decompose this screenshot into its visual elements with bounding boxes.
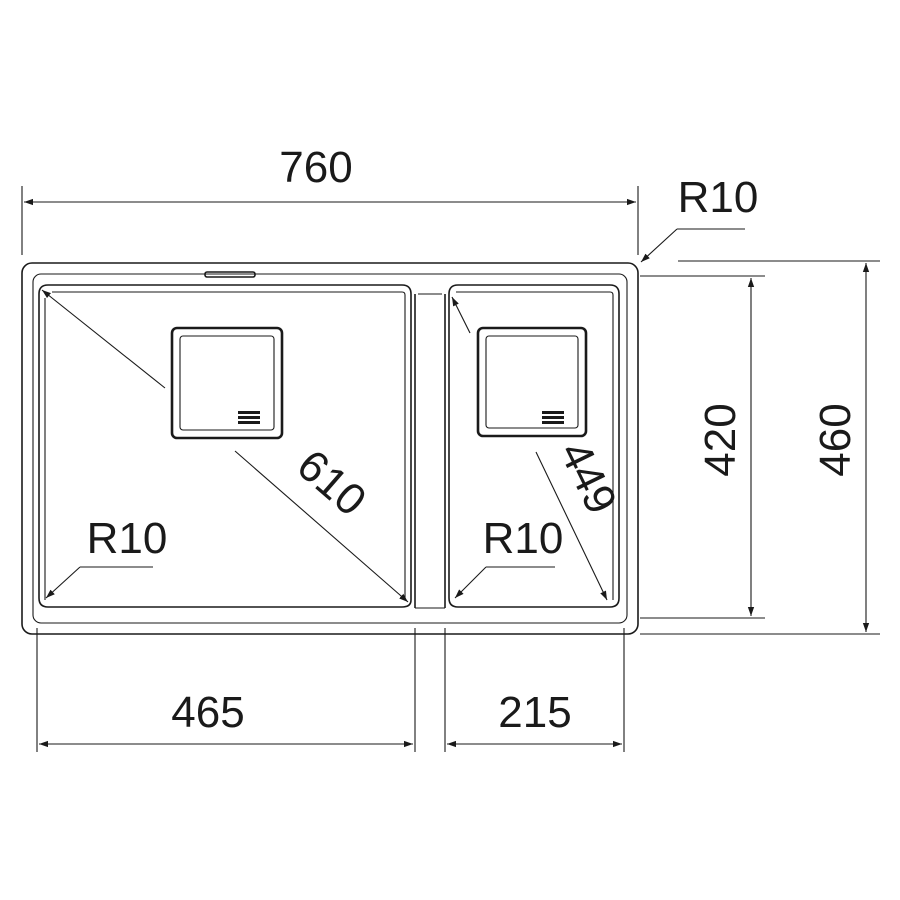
overall-width-dimension: 760	[21, 143, 639, 255]
small-bowl-width-label: 215	[498, 688, 571, 737]
large-bowl-corner-radius-callout: R10	[45, 514, 168, 599]
overall-depth-label: 460	[811, 403, 860, 476]
large-bowl-drain-logo-icon	[238, 411, 260, 424]
small-bowl-drain-logo-icon	[542, 411, 564, 424]
sink-outer-rim	[21, 262, 639, 635]
overflow-slot	[204, 271, 256, 278]
overall-depth-dimension: 460	[640, 260, 880, 635]
small-bowl-inner-edge	[456, 291, 614, 600]
outer-corner-radius-callout: R10	[640, 173, 759, 263]
small-bowl-width-dimension: 215	[444, 628, 625, 752]
large-bowl-drain	[170, 326, 284, 440]
outer-corner-radius-label: R10	[678, 173, 759, 222]
small-bowl-outline	[448, 284, 620, 608]
large-bowl-inner-edge	[44, 291, 406, 600]
large-bowl-diagonal-label: 610	[288, 440, 376, 525]
small-bowl-drain-inner	[485, 335, 579, 429]
large-bowl-width-label: 465	[171, 688, 244, 737]
small-bowl-drain	[476, 326, 588, 438]
sink-outline	[21, 262, 639, 635]
small-bowl-diagonal-label: 449	[550, 434, 626, 521]
bowl-depth-label: 420	[696, 403, 745, 476]
large-bowl-drain-inner	[179, 335, 275, 431]
small-bowl-corner-radius-label: R10	[483, 514, 564, 563]
sink-inner-rim	[32, 273, 628, 624]
large-bowl	[38, 284, 412, 608]
bowl-divider	[414, 293, 446, 609]
large-bowl-width-dimension: 465	[36, 628, 416, 752]
overall-width-label: 760	[279, 143, 352, 192]
small-bowl-corner-radius-callout: R10	[454, 514, 564, 599]
small-bowl	[448, 284, 620, 608]
large-bowl-outline	[38, 284, 412, 608]
large-bowl-corner-radius-label: R10	[87, 514, 168, 563]
bowl-depth-dimension: 420	[640, 275, 765, 619]
